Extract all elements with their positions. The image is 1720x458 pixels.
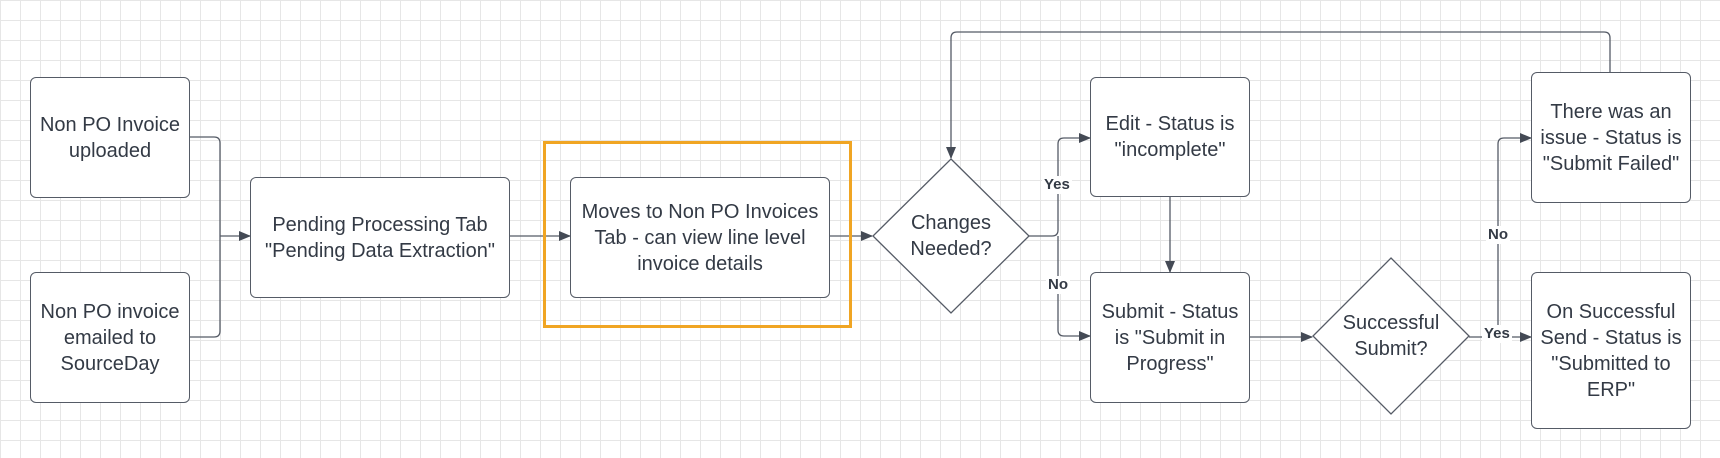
successful-submit-label-box[interactable]: Successful Submit? — [1321, 296, 1461, 376]
node-label: On Successful Send - Status is "Submitte… — [1540, 300, 1682, 401]
node-issue-status[interactable]: There was an issue - Status is "Submit F… — [1531, 72, 1691, 203]
edge-label-submit-no: No — [1486, 226, 1510, 244]
node-label: There was an issue - Status is "Submit F… — [1540, 100, 1682, 175]
changes-needed-label-box[interactable]: Changes Needed? — [881, 196, 1021, 276]
node-non-po-uploaded[interactable]: Non PO Invoice uploaded — [30, 77, 190, 198]
node-label: Changes Needed? — [910, 212, 992, 260]
node-label: Non PO Invoice uploaded — [39, 113, 181, 162]
node-edit-status[interactable]: Edit - Status is "incomplete" — [1090, 77, 1250, 197]
connector-uploaded-to-pending — [190, 136, 221, 236]
connector-successful-no — [1469, 133, 1532, 338]
node-moves-to-non-po[interactable]: Moves to Non PO Invoices Tab - can view … — [570, 177, 830, 298]
connector-issue-loopback — [946, 31, 1611, 159]
successful-submit-diamond — [1312, 257, 1470, 415]
node-pending-processing[interactable]: Pending Processing Tab "Pending Data Ext… — [250, 177, 510, 298]
edge-label-changes-no: No — [1046, 276, 1070, 294]
connector-changes-no — [1057, 236, 1091, 341]
node-label: Submit - Status is "Submit in Progress" — [1101, 300, 1239, 375]
node-label: Successful Submit? — [1342, 312, 1440, 360]
node-label: Edit - Status is "incomplete" — [1105, 113, 1235, 161]
highlight-frame — [543, 141, 852, 328]
node-label: Non PO invoice emailed to SourceDay — [40, 300, 180, 375]
node-submit-status[interactable]: Submit - Status is "Submit in Progress" — [1090, 272, 1250, 403]
node-non-po-emailed[interactable]: Non PO invoice emailed to SourceDay — [30, 272, 190, 403]
edge-label-changes-yes: Yes — [1042, 176, 1072, 194]
connector-emailed-to-pending — [190, 236, 221, 338]
node-label: Pending Processing Tab "Pending Data Ext… — [265, 213, 495, 262]
changes-needed-diamond — [872, 158, 1030, 314]
edge-label-submit-yes: Yes — [1482, 325, 1512, 343]
node-label: Moves to Non PO Invoices Tab - can view … — [581, 200, 819, 275]
node-on-successful-send[interactable]: On Successful Send - Status is "Submitte… — [1531, 272, 1691, 429]
